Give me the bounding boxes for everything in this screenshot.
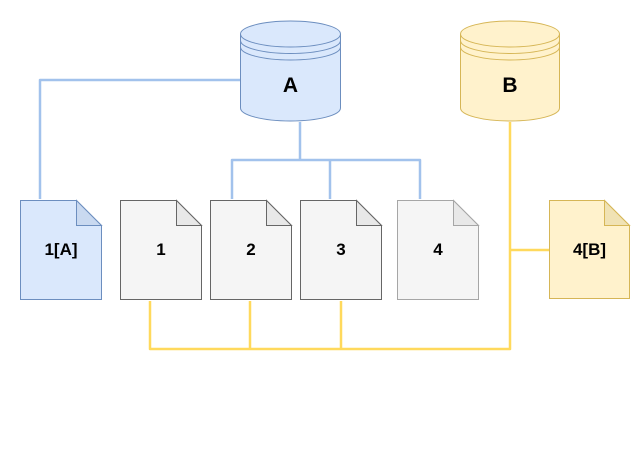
document-4b: 4[B] xyxy=(549,199,631,299)
document-2: 2 xyxy=(210,199,293,300)
document-fold xyxy=(356,199,383,226)
document-4: 4 xyxy=(397,199,480,300)
document-fold xyxy=(266,199,293,226)
cylinder-body xyxy=(240,20,341,122)
document-fold xyxy=(76,199,103,226)
document-fold xyxy=(453,199,480,226)
document-1a: 1[A] xyxy=(20,199,103,300)
database-b: B xyxy=(460,20,560,122)
document-icon xyxy=(397,199,480,300)
edge-a-bus-to-2-and-4 xyxy=(230,158,422,199)
edge-a-to-1a xyxy=(38,78,240,199)
database-cylinder-icon xyxy=(240,20,341,122)
cylinder-body xyxy=(460,20,560,122)
cylinder-rings xyxy=(460,33,560,61)
edge-b-bus-to-1 xyxy=(148,122,512,351)
database-a: A xyxy=(240,20,341,122)
cylinder-rings xyxy=(240,33,341,61)
document-icon xyxy=(210,199,293,300)
document-fold xyxy=(176,199,203,226)
document-icon xyxy=(20,199,103,300)
document-icon xyxy=(120,199,203,300)
document-fold xyxy=(604,199,631,226)
document-icon xyxy=(549,199,631,299)
document-icon xyxy=(300,199,383,300)
document-1: 1 xyxy=(120,199,203,300)
database-cylinder-icon xyxy=(460,20,560,122)
document-3: 3 xyxy=(300,199,383,300)
